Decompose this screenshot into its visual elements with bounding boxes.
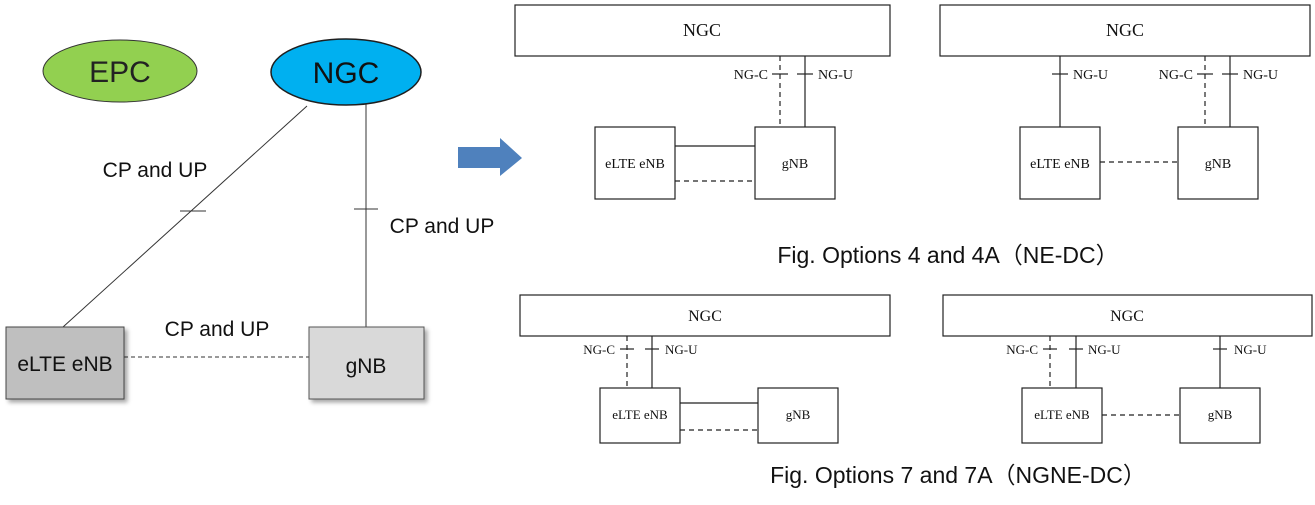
option7a-ngc-label: NGC — [1110, 308, 1144, 325]
option7a-ngu-label: NG-U — [1088, 342, 1121, 357]
gnb-label: gNB — [346, 355, 387, 378]
option4-diagram: NGC NG-C NG-U eLTE eNB gNB — [514, 4, 891, 200]
option7-gnb-label: gNB — [786, 407, 811, 422]
link-gnb-ngc-label: CP and UP — [390, 215, 495, 238]
option7-gnb-box — [757, 387, 839, 444]
option7-ngc-box — [519, 294, 891, 337]
epc-label: EPC — [89, 56, 151, 89]
epc-node — [42, 39, 198, 103]
option4-elte-label: eLTE eNB — [605, 157, 665, 172]
option4-caption: Fig. Options 4 and 4A（NE-DC） — [777, 242, 1118, 268]
option7-diagram: NGC NG-C NG-U eLTE eNB gNB — [519, 294, 891, 444]
option7a-diagram: NGC NG-C NG-U NG-U eLTE eNB gNB — [942, 294, 1313, 444]
option4-ngu-label: NG-U — [818, 68, 853, 83]
option7a-elte-label: eLTE eNB — [1034, 407, 1090, 422]
option4-diagrams: NGC NG-C NG-U eLTE eNB gNB NGC NG-U — [514, 4, 1311, 268]
option4a-ngc-label: NGC — [1106, 20, 1144, 40]
option4a-gnb-label: gNB — [1205, 157, 1231, 172]
gnb-node — [308, 326, 425, 400]
option4-gnb-label: gNB — [782, 157, 808, 172]
option7-diagrams: NGC NG-C NG-U eLTE eNB gNB NGC NG-C NG-U — [519, 294, 1313, 488]
option7a-ngc-c-label: NG-C — [1006, 342, 1038, 357]
option4a-elte-box — [1019, 126, 1101, 200]
link-elte-gnb-label: CP and UP — [165, 318, 270, 341]
option7a-gnb-ngu-label: NG-U — [1234, 342, 1267, 357]
option7-ngc-c-label: NG-C — [583, 342, 615, 357]
option4a-elte-label: eLTE eNB — [1030, 157, 1090, 172]
option4a-ngc-c-label: NG-C — [1159, 68, 1193, 83]
elte-enb-node — [5, 326, 125, 400]
option4-elte-box — [594, 126, 676, 200]
option4-gnb-box — [754, 126, 836, 200]
option7a-ngc-box — [942, 294, 1313, 337]
option7-ngu-label: NG-U — [665, 342, 698, 357]
left-architecture: EPC NGC eLTE eNB gNB CP and UP CP and UP… — [5, 38, 495, 400]
option7a-gnb-label: gNB — [1208, 407, 1233, 422]
option4-ngc-label: NGC — [683, 20, 721, 40]
option4a-diagram: NGC NG-U NG-C NG-U eLTE eNB gNB — [939, 4, 1311, 200]
option7-ngc-label: NGC — [688, 308, 722, 325]
option7-elte-label: eLTE eNB — [612, 407, 668, 422]
transition-arrow — [458, 138, 522, 176]
option7-elte-box — [599, 387, 681, 444]
option4a-ngc-box — [939, 4, 1311, 57]
option4-ngc-c-label: NG-C — [734, 68, 768, 83]
ngc-node — [270, 38, 422, 106]
option4a-gnb-box — [1177, 126, 1259, 200]
option4a-elte-ngu-label: NG-U — [1073, 68, 1108, 83]
option7a-gnb-box — [1179, 387, 1261, 444]
ngc-label: NGC — [313, 57, 380, 90]
link-elte-ngc — [62, 105, 308, 328]
elte-enb-label: eLTE eNB — [17, 353, 112, 376]
option4a-gnb-ngu-label: NG-U — [1243, 68, 1278, 83]
option4-ngc-box — [514, 4, 891, 57]
option7a-elte-box — [1021, 387, 1103, 444]
link-elte-ngc-label: CP and UP — [103, 159, 208, 182]
option7-caption: Fig. Options 7 and 7A（NGNE-DC） — [770, 462, 1146, 488]
